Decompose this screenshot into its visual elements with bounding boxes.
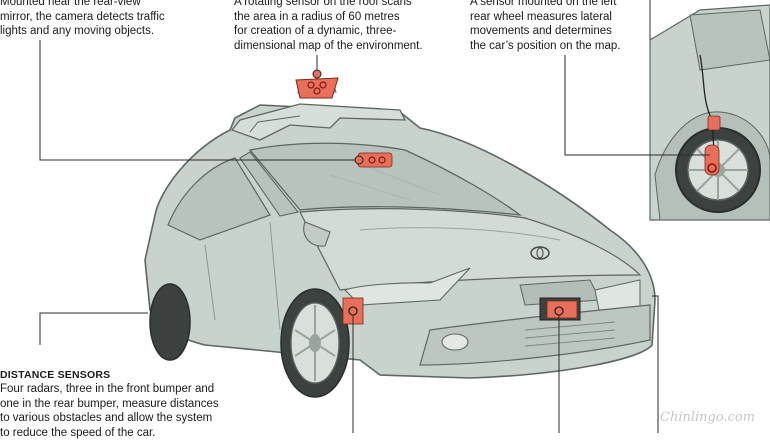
distance-sensors-heading: DISTANCE SENSORS bbox=[0, 369, 111, 381]
distance-sensor-leader-line bbox=[39, 312, 148, 345]
camera-description: Mounted near the rear-view mirror, the c… bbox=[0, 0, 165, 37]
wheel-sensor-leader-line bbox=[564, 55, 710, 156]
wheel-sensor-description: A sensor mounted on the left rear wheel … bbox=[470, 0, 621, 52]
front-radar-left bbox=[342, 297, 364, 325]
camera-sensor bbox=[354, 152, 393, 168]
car-body bbox=[144, 103, 656, 398]
roof-sensor-description: A rotating sensor on the roof scans the … bbox=[234, 0, 423, 52]
camera-leader-line bbox=[39, 40, 355, 161]
wheel-inset-panel bbox=[649, 0, 770, 221]
front-radar-right-leader-line bbox=[652, 295, 659, 433]
front-radar-center bbox=[539, 297, 581, 321]
roof-sensor bbox=[295, 69, 339, 99]
distance-sensors-description: Four radars, three in the front bumper a… bbox=[0, 383, 219, 439]
watermark: Chinlingo.com bbox=[660, 410, 756, 425]
leader-lines bbox=[39, 40, 710, 433]
